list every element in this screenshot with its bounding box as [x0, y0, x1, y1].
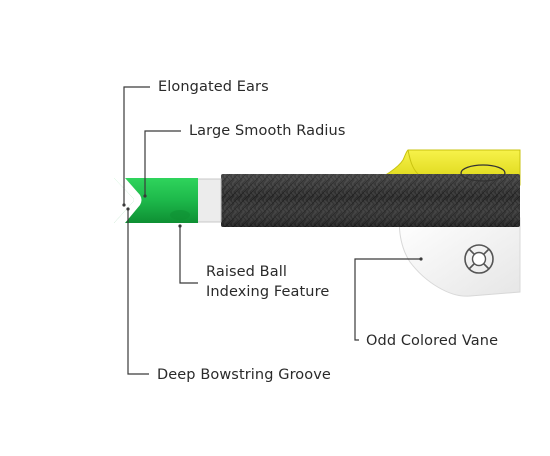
callout-raised-ball: Raised Ball Indexing Feature	[206, 262, 329, 302]
yellow-vane-rib	[407, 149, 419, 175]
leader-raised-ball	[179, 226, 198, 284]
leader-odd-vane	[354, 258, 421, 341]
odd-colored-vane	[399, 217, 521, 297]
leader-smooth-radius	[144, 130, 181, 196]
leader-elongated-ears	[123, 86, 150, 205]
callout-odd-colored-vane: Odd Colored Vane	[366, 333, 499, 349]
bowstring-groove	[114, 178, 142, 223]
crosshair-circle-icon	[464, 244, 494, 274]
leader-bowstring-groove	[127, 209, 149, 375]
callout-raised-ball-line1: Raised Ball	[206, 264, 287, 280]
nock-collar	[195, 178, 222, 223]
yellow-vane-oval	[460, 164, 506, 182]
callout-elongated-ears: Elongated Ears	[158, 79, 269, 95]
callout-large-smooth-radius: Large Smooth Radius	[189, 123, 346, 139]
raised-ball	[170, 210, 190, 220]
callout-deep-bowstring-groove: Deep Bowstring Groove	[157, 367, 331, 383]
callout-raised-ball-line2: Indexing Feature	[206, 284, 330, 300]
